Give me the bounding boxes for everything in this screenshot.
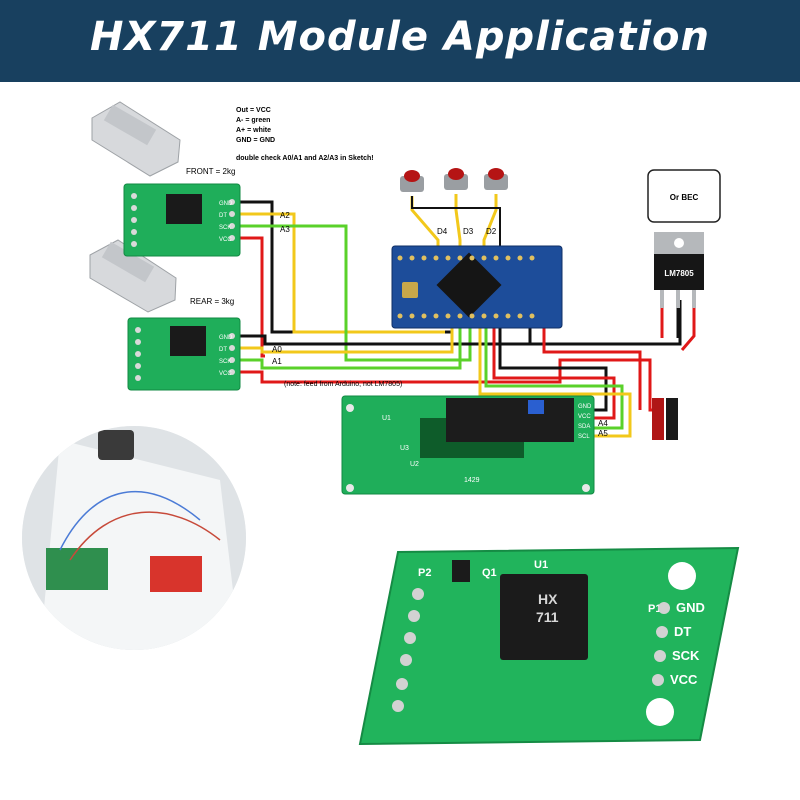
- push-buttons: D4 D3 D2: [400, 168, 508, 236]
- hx711-closeup: HX 711 P2 Q1 U1 P1 E+ E- A- A+ B- B+ GND…: [350, 546, 740, 746]
- wire-label-a4: A4: [598, 419, 608, 428]
- lcd-label-u2: U2: [410, 461, 419, 468]
- lcd-code: 1429: [464, 477, 480, 484]
- closeup-pad-b-plus: B+: [350, 697, 366, 711]
- wire-label-a1: A1: [272, 357, 282, 366]
- note-line-2: A- = green: [236, 117, 270, 124]
- closeup-pad-a-minus: A-: [362, 629, 375, 643]
- note-line-1: Out = VCC: [236, 107, 271, 114]
- closeup-pad-a-plus: A+: [358, 651, 374, 665]
- closeup-chip-line-2: 711: [536, 609, 559, 625]
- wire-label-a2: A2: [280, 211, 290, 220]
- front-pin-gnd: GND: [219, 201, 233, 207]
- lcd-label-u1: U1: [382, 415, 391, 422]
- regulator-alt-label: Or BEC: [670, 193, 699, 202]
- lcd-pin-scl: SCL: [578, 434, 590, 440]
- button-label-d3: D3: [463, 227, 474, 236]
- hx711-board-front: GND DT SCK VCC: [123, 183, 241, 257]
- lcd-pin-vcc: VCC: [578, 414, 591, 420]
- note-line-3: A+ = white: [236, 127, 271, 134]
- front-pin-sck: SCK: [219, 225, 231, 231]
- rear-pin-vcc: VCC: [219, 371, 232, 377]
- button-d3: [444, 168, 468, 190]
- power-connector: [652, 398, 678, 440]
- page-title: HX711 Module Application: [89, 14, 711, 60]
- wiring-diagram: Out = VCC A- = green A+ = white GND = GN…: [22, 101, 740, 746]
- button-d2: [484, 168, 508, 190]
- wire-label-a5: A5: [598, 429, 608, 438]
- button-label-d4: D4: [437, 227, 448, 236]
- feed-note: (note: feed from Arduino, not LM7805): [284, 381, 402, 388]
- load-cell-rear: [89, 239, 177, 313]
- button-d4: [400, 170, 424, 192]
- load-cell-front: [91, 101, 181, 177]
- closeup-pad-e-plus: E+: [370, 585, 385, 599]
- lcd-pin-sda: SDA: [578, 424, 590, 430]
- regulator-part-label: LM7805: [664, 269, 694, 278]
- closeup-pin-dt: DT: [674, 624, 691, 639]
- lcd-module: GND VCC SDA SCL U1 U3 U2 1429: [341, 395, 595, 495]
- lcd-pin-gnd: GND: [578, 404, 592, 410]
- rear-pin-dt: DT: [219, 347, 227, 353]
- rear-load-label: REAR = 3kg: [190, 297, 234, 306]
- lcd-label-u3: U3: [400, 445, 409, 452]
- note-line-4: GND = GND: [236, 137, 275, 144]
- hx711-board-rear: GND DT SCK VCC: [127, 317, 241, 391]
- front-pin-vcc: VCC: [219, 237, 232, 243]
- closeup-pad-e-minus: E-: [366, 607, 378, 621]
- title-banner: HX711 Module Application: [0, 0, 800, 82]
- note-check: double check A0/A1 and A2/A3 in Sketch!: [236, 155, 374, 162]
- button-label-d2: D2: [486, 227, 497, 236]
- closeup-pin-vcc: VCC: [670, 672, 698, 687]
- front-load-label: FRONT = 2kg: [186, 167, 235, 176]
- closeup-pad-b-minus: B-: [354, 675, 367, 689]
- arduino-pro-mini: [391, 245, 563, 329]
- wire-label-a3: A3: [280, 225, 290, 234]
- closeup-label-p1: P1: [648, 603, 661, 615]
- closeup-pin-sck: SCK: [672, 648, 700, 663]
- wiring-notes: Out = VCC A- = green A+ = white GND = GN…: [236, 107, 374, 162]
- rear-pin-gnd: GND: [219, 335, 233, 341]
- scale-photo: [22, 426, 246, 650]
- closeup-label-q1: Q1: [482, 567, 497, 579]
- closeup-chip-line-1: HX: [538, 591, 558, 607]
- closeup-label-p2: P2: [418, 567, 431, 579]
- front-pin-dt: DT: [219, 213, 227, 219]
- voltage-regulator: Or BEC LM7805: [647, 169, 721, 308]
- closeup-pin-gnd: GND: [676, 600, 705, 615]
- rear-pin-sck: SCK: [219, 359, 231, 365]
- wire-label-a0: A0: [272, 345, 282, 354]
- closeup-label-u1: U1: [534, 559, 548, 571]
- wires: [238, 194, 696, 438]
